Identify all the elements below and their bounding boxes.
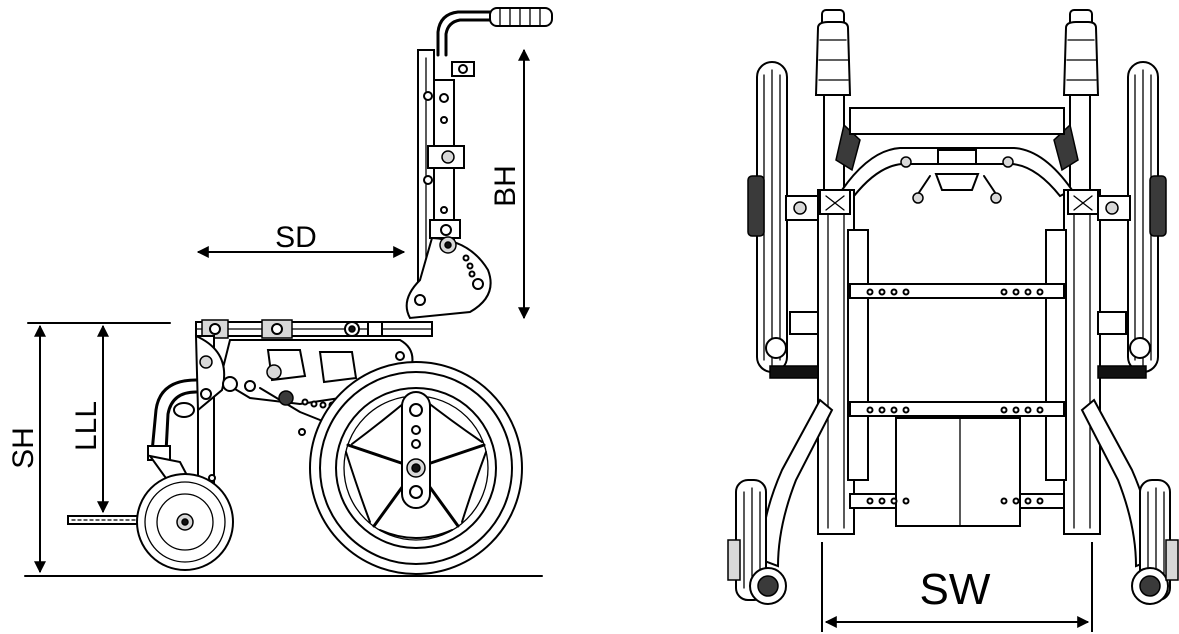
front-view-wheelchair: SW <box>727 9 1179 632</box>
right-caster-fork <box>1080 398 1179 605</box>
right-rear-tire <box>1127 61 1167 373</box>
side-view-wheelchair: SD BH SH LLL <box>7 7 553 577</box>
backrest-crossbar <box>840 107 1074 204</box>
front-caster <box>136 454 234 571</box>
seat-depth-label: SD <box>275 221 317 254</box>
push-handle <box>436 7 553 77</box>
lower-leg-length-label: LLL <box>70 401 103 451</box>
recline-bracket <box>405 236 492 320</box>
back-height-label: BH <box>489 165 522 207</box>
right-side-frame <box>1063 189 1151 535</box>
left-rear-tire <box>747 61 788 373</box>
seat-width-label: SW <box>920 565 991 614</box>
inner-frame <box>847 229 1067 527</box>
seat-height-label: SH <box>7 427 40 469</box>
seat-rail <box>195 319 433 339</box>
right-push-handle <box>1053 9 1100 216</box>
rear-wheel <box>309 361 523 575</box>
legrest-hanger <box>147 334 238 521</box>
left-caster-fork <box>727 398 834 605</box>
